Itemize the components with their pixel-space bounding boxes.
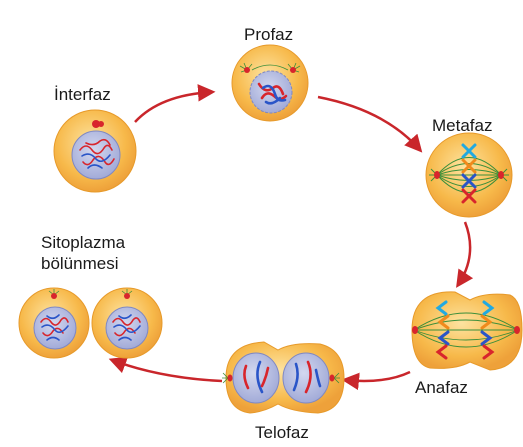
label-telofaz: Telofaz xyxy=(255,423,309,442)
metafaz-cell xyxy=(425,132,513,218)
arrow-anafaz-to-telofaz xyxy=(341,370,411,391)
profaz-cell xyxy=(231,44,309,122)
anafaz-cell xyxy=(411,291,523,371)
sitoplazma-left-cell xyxy=(18,287,90,359)
label-sitoplazma-line1: Sitoplazma xyxy=(41,233,126,252)
centrosome-icon xyxy=(92,120,104,128)
label-profaz: Profaz xyxy=(244,25,293,44)
arrow-telofaz-to-sitoplazma xyxy=(108,356,223,383)
cycle-arrows xyxy=(108,84,474,391)
label-anafaz: Anafaz xyxy=(415,378,468,397)
label-sitoplazma-line2: bölünmesi xyxy=(41,254,119,273)
arrow-metafaz-to-anafaz xyxy=(456,221,474,288)
arrow-interfaz-to-profaz xyxy=(134,84,216,123)
telofaz-cell xyxy=(222,341,345,414)
interfaz-cell xyxy=(53,109,137,193)
label-metafaz: Metafaz xyxy=(432,116,492,135)
arrow-profaz-to-metafaz xyxy=(317,95,423,153)
label-interfaz: İnterfaz xyxy=(54,85,111,104)
sitoplazma-right-cell xyxy=(91,287,163,359)
